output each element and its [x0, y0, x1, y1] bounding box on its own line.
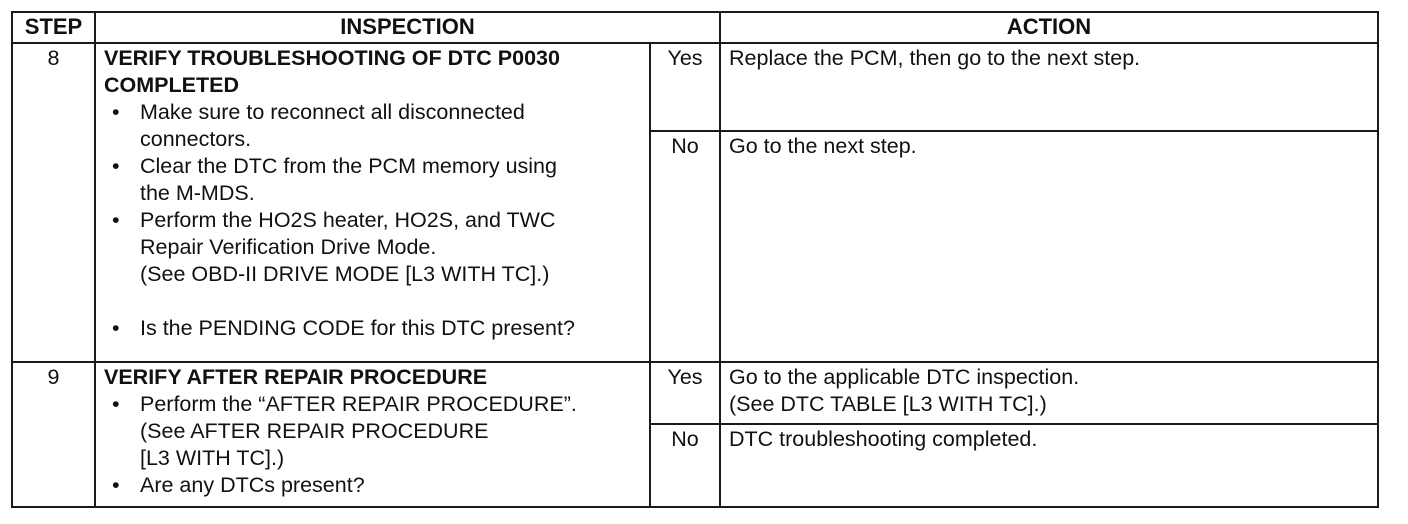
bullet-item: Are any DTCs present?	[104, 472, 641, 499]
table-row: 9 VERIFY AFTER REPAIR PROCEDURE Perform …	[11, 361, 1379, 508]
header-step: STEP	[11, 11, 96, 44]
inspection-title: VERIFY TROUBLESHOOTING OF DTC P0030 COMP…	[104, 45, 560, 97]
bullet-item: Make sure to reconnect all disconnected …	[104, 99, 641, 153]
yes-action: Replace the PCM, then go to the next ste…	[719, 41, 1379, 132]
step-number: 9	[11, 361, 96, 508]
inspection-bullets: Make sure to reconnect all disconnected …	[104, 99, 641, 342]
table-row: No Go to the next step.	[12, 129, 1379, 364]
no-action: DTC troubleshooting completed.	[719, 422, 1379, 509]
bullet-item: Clear the DTC from the PCM memory using …	[104, 153, 641, 207]
bullet-item: Perform the “AFTER REPAIR PROCEDURE”. (S…	[104, 391, 641, 472]
table-row: No DTC troubleshooting completed.	[12, 422, 1379, 509]
table-row: 8 VERIFY TROUBLESHOOTING OF DTC P0030 CO…	[11, 41, 1379, 364]
header-action: ACTION	[719, 11, 1379, 44]
inspection-title: VERIFY AFTER REPAIR PROCEDURE	[104, 365, 488, 390]
no-label: No	[649, 422, 721, 509]
header-inspection: INSPECTION	[94, 11, 721, 44]
bullet-item: Is the PENDING CODE for this DTC present…	[104, 315, 641, 342]
yes-label: Yes	[649, 361, 721, 425]
inspection-cell: VERIFY TROUBLESHOOTING OF DTC P0030 COMP…	[94, 41, 651, 364]
table-header-row: STEP INSPECTION ACTION	[11, 11, 1379, 44]
troubleshooting-table: STEP INSPECTION ACTION 8 VERIFY TROUBLES…	[11, 11, 1379, 509]
inspection-cell: VERIFY AFTER REPAIR PROCEDURE Perform th…	[94, 361, 651, 508]
step-number: 8	[11, 41, 96, 364]
inspection-bullets: Perform the “AFTER REPAIR PROCEDURE”. (S…	[104, 391, 641, 499]
no-label: No	[649, 129, 721, 364]
bullet-item: Perform the HO2S heater, HO2S, and TWC R…	[104, 207, 641, 288]
yes-action: Go to the applicable DTC inspection. (Se…	[719, 361, 1379, 425]
yes-label: Yes	[649, 41, 721, 132]
no-action: Go to the next step.	[719, 129, 1379, 364]
